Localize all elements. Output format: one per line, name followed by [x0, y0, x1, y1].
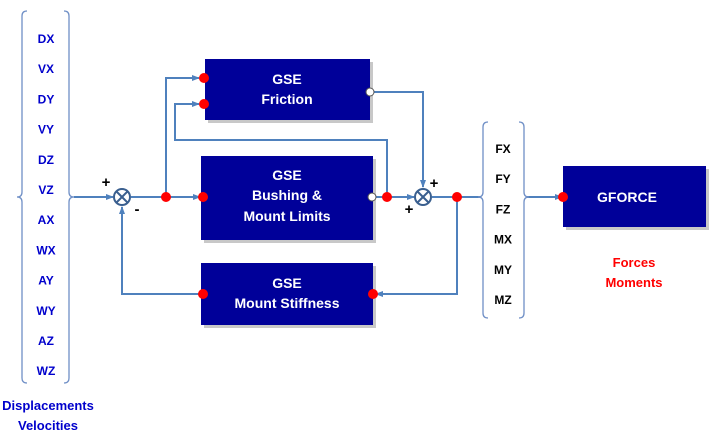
stiffness-block-title: GSE [272, 275, 302, 291]
friction-output-port[interactable] [365, 87, 375, 97]
wire-friction-to-sum [374, 91, 426, 188]
bushing-block[interactable]: GSE Bushing & Mount Limits [201, 156, 376, 243]
stiffness-block[interactable]: GSE Mount Stiffness [201, 263, 376, 328]
output-caption-moments: Moments [605, 275, 662, 290]
input-signal-az: AZ [38, 334, 54, 348]
friction-input-port-2[interactable] [199, 99, 209, 109]
input-signal-vx: VX [38, 62, 54, 76]
sum-input-minus: - [135, 201, 140, 218]
sum-output-plus-left: + [405, 201, 414, 218]
branch-point-bushing [382, 192, 392, 202]
input-caption-velocities: Velocities [18, 418, 78, 433]
ports [161, 73, 568, 299]
input-signal-ay: AY [38, 274, 54, 288]
input-signal-list: DX VX DY VY DZ VZ AX WX AY WY AZ WZ [36, 32, 55, 378]
output-signal-my: MY [494, 263, 512, 277]
input-signal-dx: DX [38, 32, 55, 46]
input-signal-dy: DY [38, 92, 55, 106]
output-signal-fy: FY [495, 172, 510, 186]
output-signal-fx: FX [495, 142, 510, 156]
output-signal-mx: MX [494, 233, 512, 247]
stiffness-input-port[interactable] [368, 289, 378, 299]
input-signal-wz: WZ [37, 364, 56, 378]
bushing-input-port[interactable] [198, 192, 208, 202]
output-summing-junction [414, 188, 432, 206]
branch-point-input [161, 192, 171, 202]
bushing-block-title: GSE [272, 167, 302, 183]
branch-point-output [452, 192, 462, 202]
stiffness-output-port[interactable] [198, 289, 208, 299]
input-summing-junction [113, 188, 131, 206]
input-caption-displacements: Displacements [2, 398, 94, 413]
wire-to-stiffness [375, 197, 458, 297]
stiffness-block-label: Mount Stiffness [235, 295, 340, 311]
wires [74, 75, 563, 297]
output-brace [477, 121, 530, 319]
friction-block[interactable]: GSE Friction [205, 59, 373, 123]
input-signal-wy: WY [36, 304, 55, 318]
input-signal-ax: AX [38, 213, 55, 227]
output-caption-forces: Forces [613, 255, 656, 270]
friction-block-label: Friction [261, 91, 312, 107]
bushing-block-label-2: Mount Limits [243, 208, 330, 224]
bushing-block-label-1: Bushing & [252, 187, 322, 203]
input-signal-dz: DZ [38, 153, 54, 167]
bushing-output-port[interactable] [367, 192, 377, 202]
gforce-block-label: GFORCE [597, 189, 657, 205]
wire-stiffness-feedback [119, 206, 200, 295]
gforce-input-port[interactable] [558, 192, 568, 202]
sum-output-plus-top: + [430, 175, 439, 192]
input-signal-vy: VY [38, 123, 54, 137]
friction-input-port-1[interactable] [199, 73, 209, 83]
gforce-block[interactable]: GFORCE [563, 166, 709, 230]
wire-feedback-to-friction [174, 101, 388, 197]
output-signal-fz: FZ [496, 202, 511, 216]
input-signal-vz: VZ [38, 183, 53, 197]
input-signal-wx: WX [36, 243, 55, 257]
output-signal-list: FX FY FZ MX MY MZ [494, 142, 512, 307]
sum-input-plus: + [102, 174, 111, 191]
output-signal-mz: MZ [494, 293, 511, 307]
wire-to-friction-top [165, 75, 200, 197]
friction-block-title: GSE [272, 71, 302, 87]
